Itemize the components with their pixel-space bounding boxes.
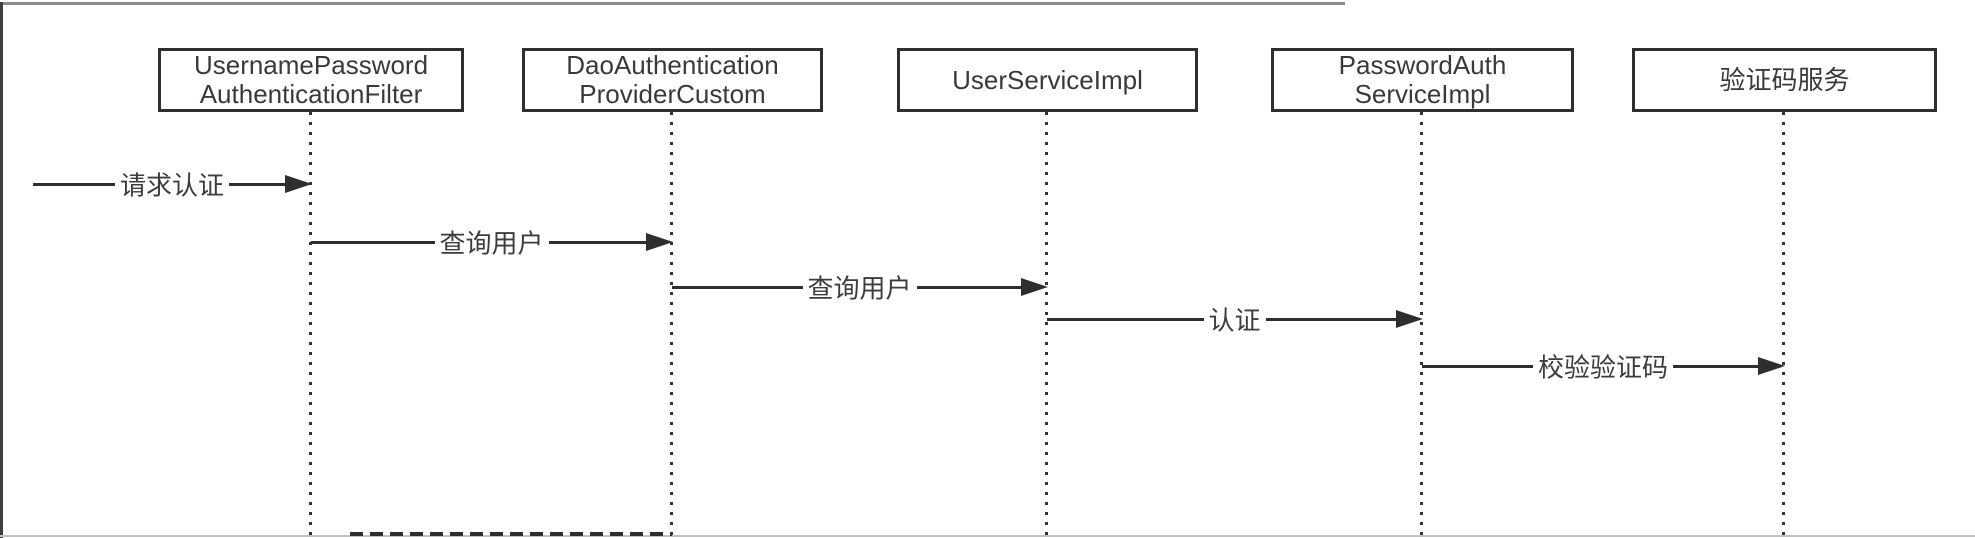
arrowhead-right-icon: [1758, 357, 1785, 375]
message-label: 请求认证: [114, 165, 230, 203]
bottom-dashed-segment: [350, 532, 672, 536]
participant-label: 验证码服务: [1719, 64, 1850, 95]
left-frame-line: [0, 2, 3, 538]
participant-label: AuthenticationFilter: [199, 79, 423, 109]
participant-box-dao-provider: DaoAuthentication ProviderCustom: [522, 48, 823, 112]
participant-label: DaoAuthentication: [566, 50, 779, 80]
arrowhead-right-icon: [1396, 310, 1423, 328]
arrowhead-right-icon: [1021, 278, 1048, 296]
lifeline-user-service: [1045, 112, 1048, 538]
participant-label: ServiceImpl: [1354, 79, 1491, 109]
lifeline-authentication-filter: [309, 112, 312, 538]
top-frame-line: [0, 2, 1345, 5]
participant-label: PasswordAuth: [1338, 50, 1507, 80]
message-label: 查询用户: [434, 223, 549, 261]
participant-box-authentication-filter: UsernamePassword AuthenticationFilter: [158, 48, 464, 112]
participant-label: UserServiceImpl: [952, 64, 1143, 95]
participant-label: ProviderCustom: [579, 79, 766, 109]
lifeline-dao-provider: [670, 112, 673, 538]
message-label: 校验验证码: [1532, 347, 1674, 385]
message-label: 认证: [1203, 300, 1266, 338]
lifeline-captcha-service: [1782, 112, 1785, 538]
participant-label: UsernamePassword: [193, 50, 429, 80]
bottom-frame-line: [0, 535, 1975, 537]
participant-box-captcha-service: 验证码服务: [1632, 48, 1937, 112]
participant-box-user-service: UserServiceImpl: [897, 48, 1198, 112]
arrowhead-right-icon: [646, 233, 673, 251]
participant-box-password-auth-service: PasswordAuth ServiceImpl: [1271, 48, 1574, 112]
arrowhead-right-icon: [285, 175, 312, 193]
message-label: 查询用户: [802, 268, 917, 306]
